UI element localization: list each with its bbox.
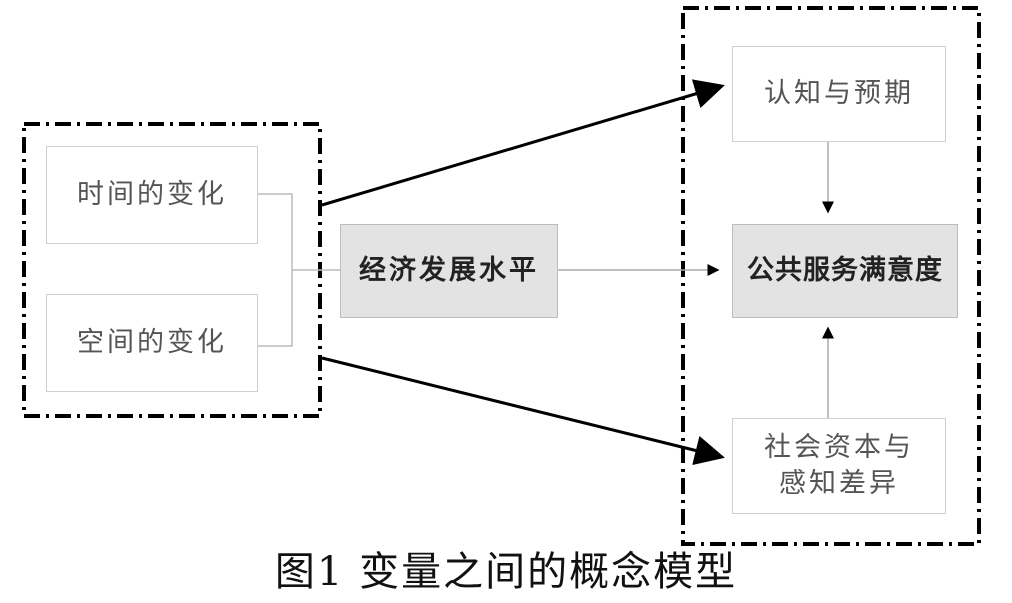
- right-group-frame: [681, 6, 981, 546]
- to-social-capital-arrow: [321, 356, 725, 466]
- social-capital-label: 社会资本与感知差异: [764, 431, 914, 499]
- time-change-label: 时间的变化: [77, 178, 227, 210]
- satisfaction-box: 公共服务满意度: [732, 224, 958, 318]
- economic-level-box: 经济发展水平: [340, 224, 558, 318]
- bracket-connector: [258, 193, 293, 347]
- economic-level-label: 经济发展水平: [359, 254, 539, 286]
- to-cognition-arrow: [321, 79, 725, 207]
- figure-caption: 图1 变量之间的概念模型: [274, 549, 738, 595]
- cognition-box: 认知与预期: [732, 46, 946, 142]
- space-change-box: 空间的变化: [46, 294, 258, 392]
- space-change-label: 空间的变化: [77, 326, 227, 358]
- cognition-label: 认知与预期: [764, 77, 914, 109]
- satisfaction-label: 公共服务满意度: [747, 254, 943, 286]
- time-change-box: 时间的变化: [46, 146, 258, 244]
- social-capital-box: 社会资本与感知差异: [732, 418, 946, 514]
